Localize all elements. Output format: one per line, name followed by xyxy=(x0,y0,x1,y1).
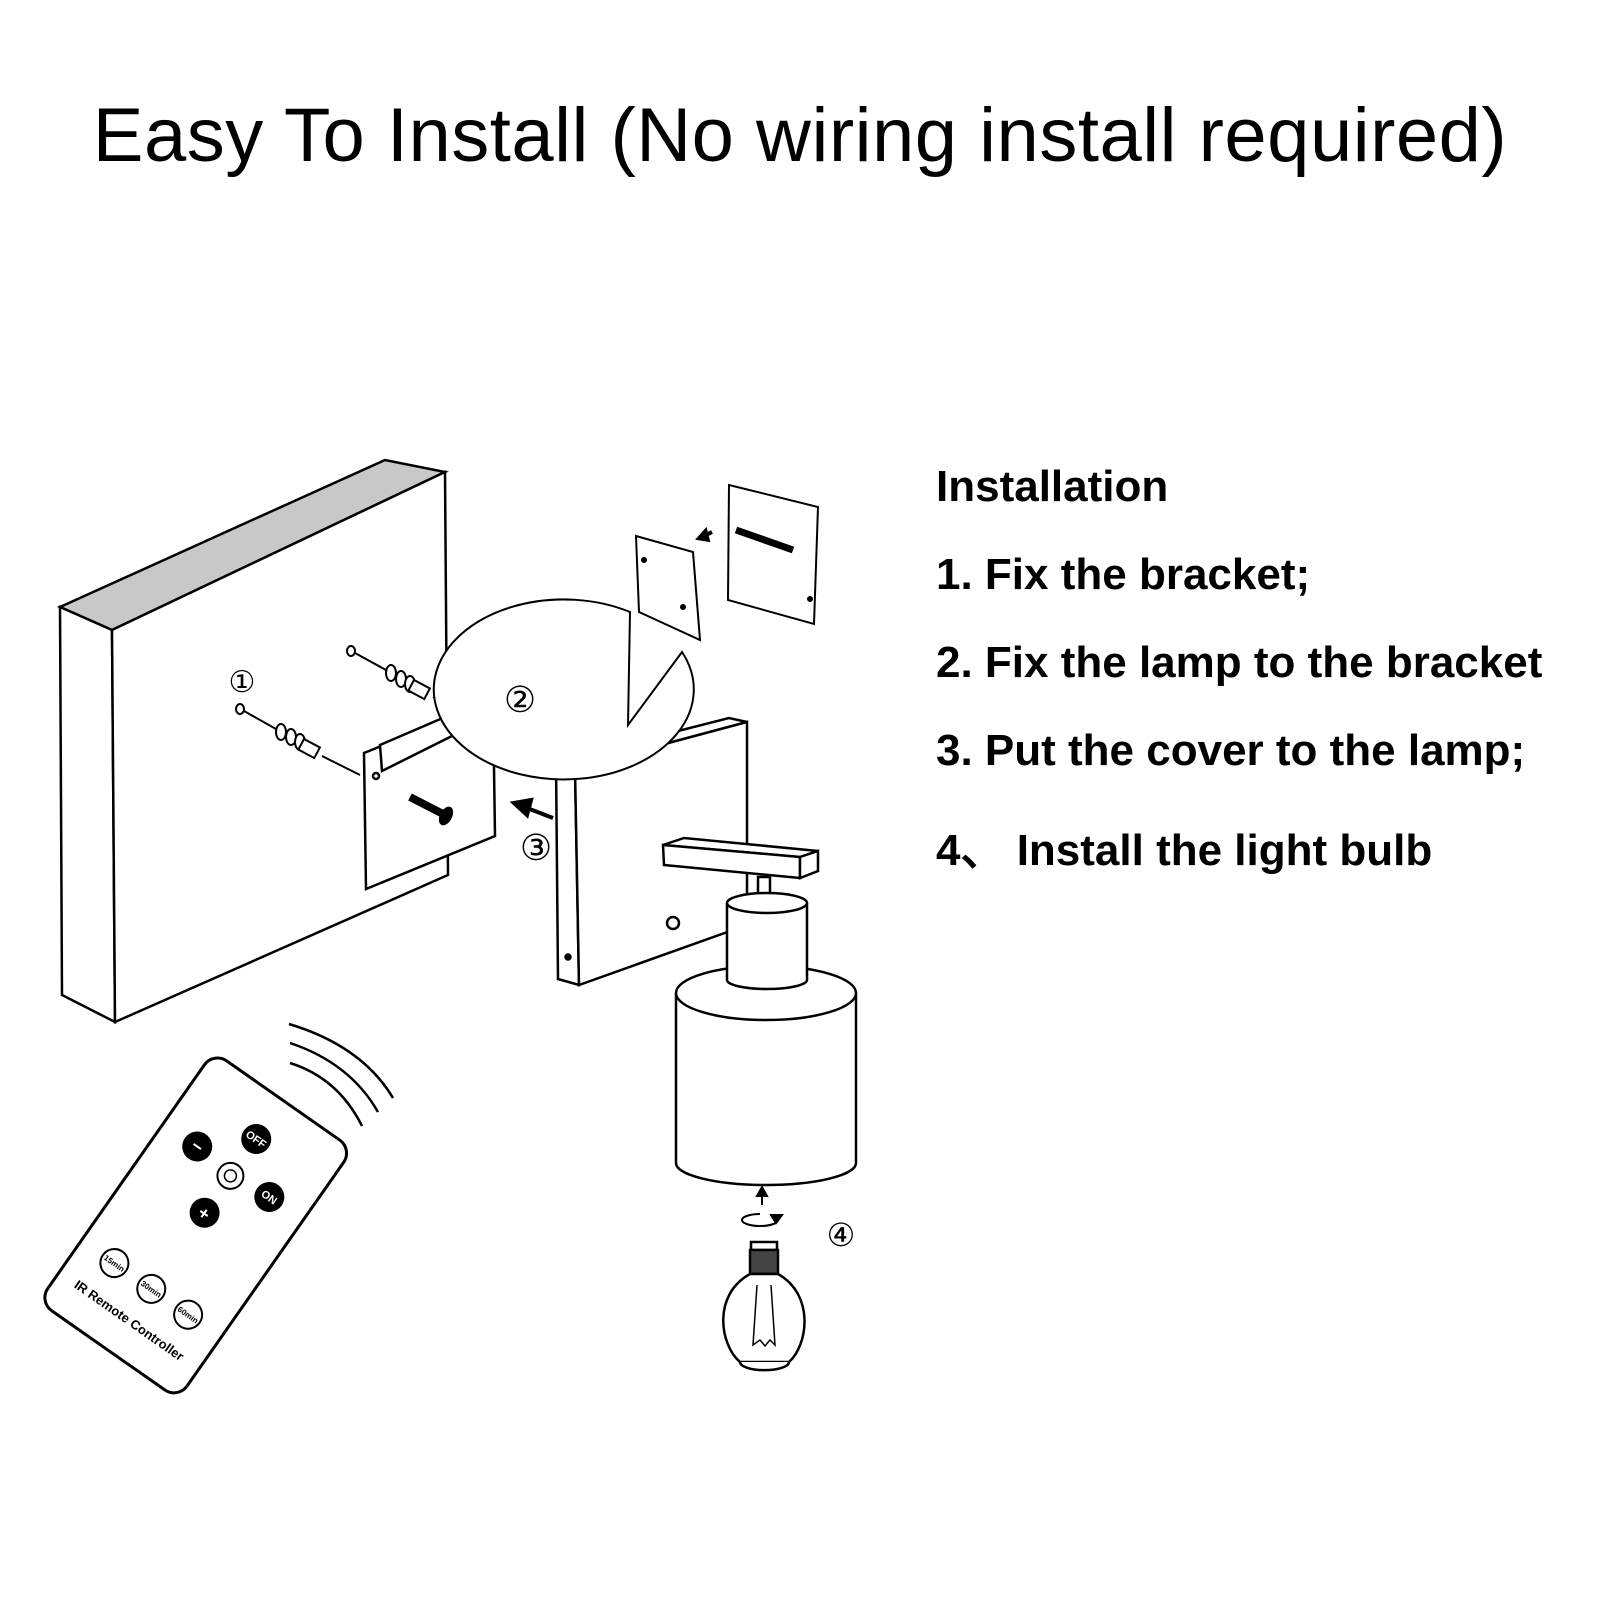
rotate-arrow-icon xyxy=(741,1184,784,1227)
installation-instructions: Installation 1. Fix the bracket; 2. Fix … xyxy=(936,462,1542,916)
lamp-shade-icon xyxy=(674,891,858,1187)
callout-step-4: ④ xyxy=(827,1216,856,1254)
arrow-icon xyxy=(509,797,554,820)
page-title: Easy To Install (No wiring install requi… xyxy=(92,93,1508,178)
callout-step-1: ① xyxy=(229,665,256,700)
wall-icon xyxy=(56,458,450,1025)
instruction-step-3: 3. Put the cover to the lamp; xyxy=(936,726,1526,775)
callout-step-3: ③ xyxy=(520,828,552,869)
light-bulb-icon xyxy=(722,1240,806,1372)
lamp-backplate-icon xyxy=(551,716,749,987)
signal-waves-icon xyxy=(288,1022,395,1127)
instructions-heading: Installation xyxy=(936,462,1169,511)
zoom-callout-bubble-icon xyxy=(432,483,820,781)
wall-anchor-icon xyxy=(235,645,453,776)
instruction-step-2: 2. Fix the lamp to the bracket xyxy=(936,638,1543,687)
callout-step-2: ② xyxy=(504,680,536,721)
remote-control-icon: OFF ON − + 15min 30min 60min IR Remote C… xyxy=(43,1056,349,1395)
instruction-step-4: 4、 Install the light bulb xyxy=(936,826,1433,875)
instruction-step-1: 1. Fix the bracket; xyxy=(936,550,1311,599)
